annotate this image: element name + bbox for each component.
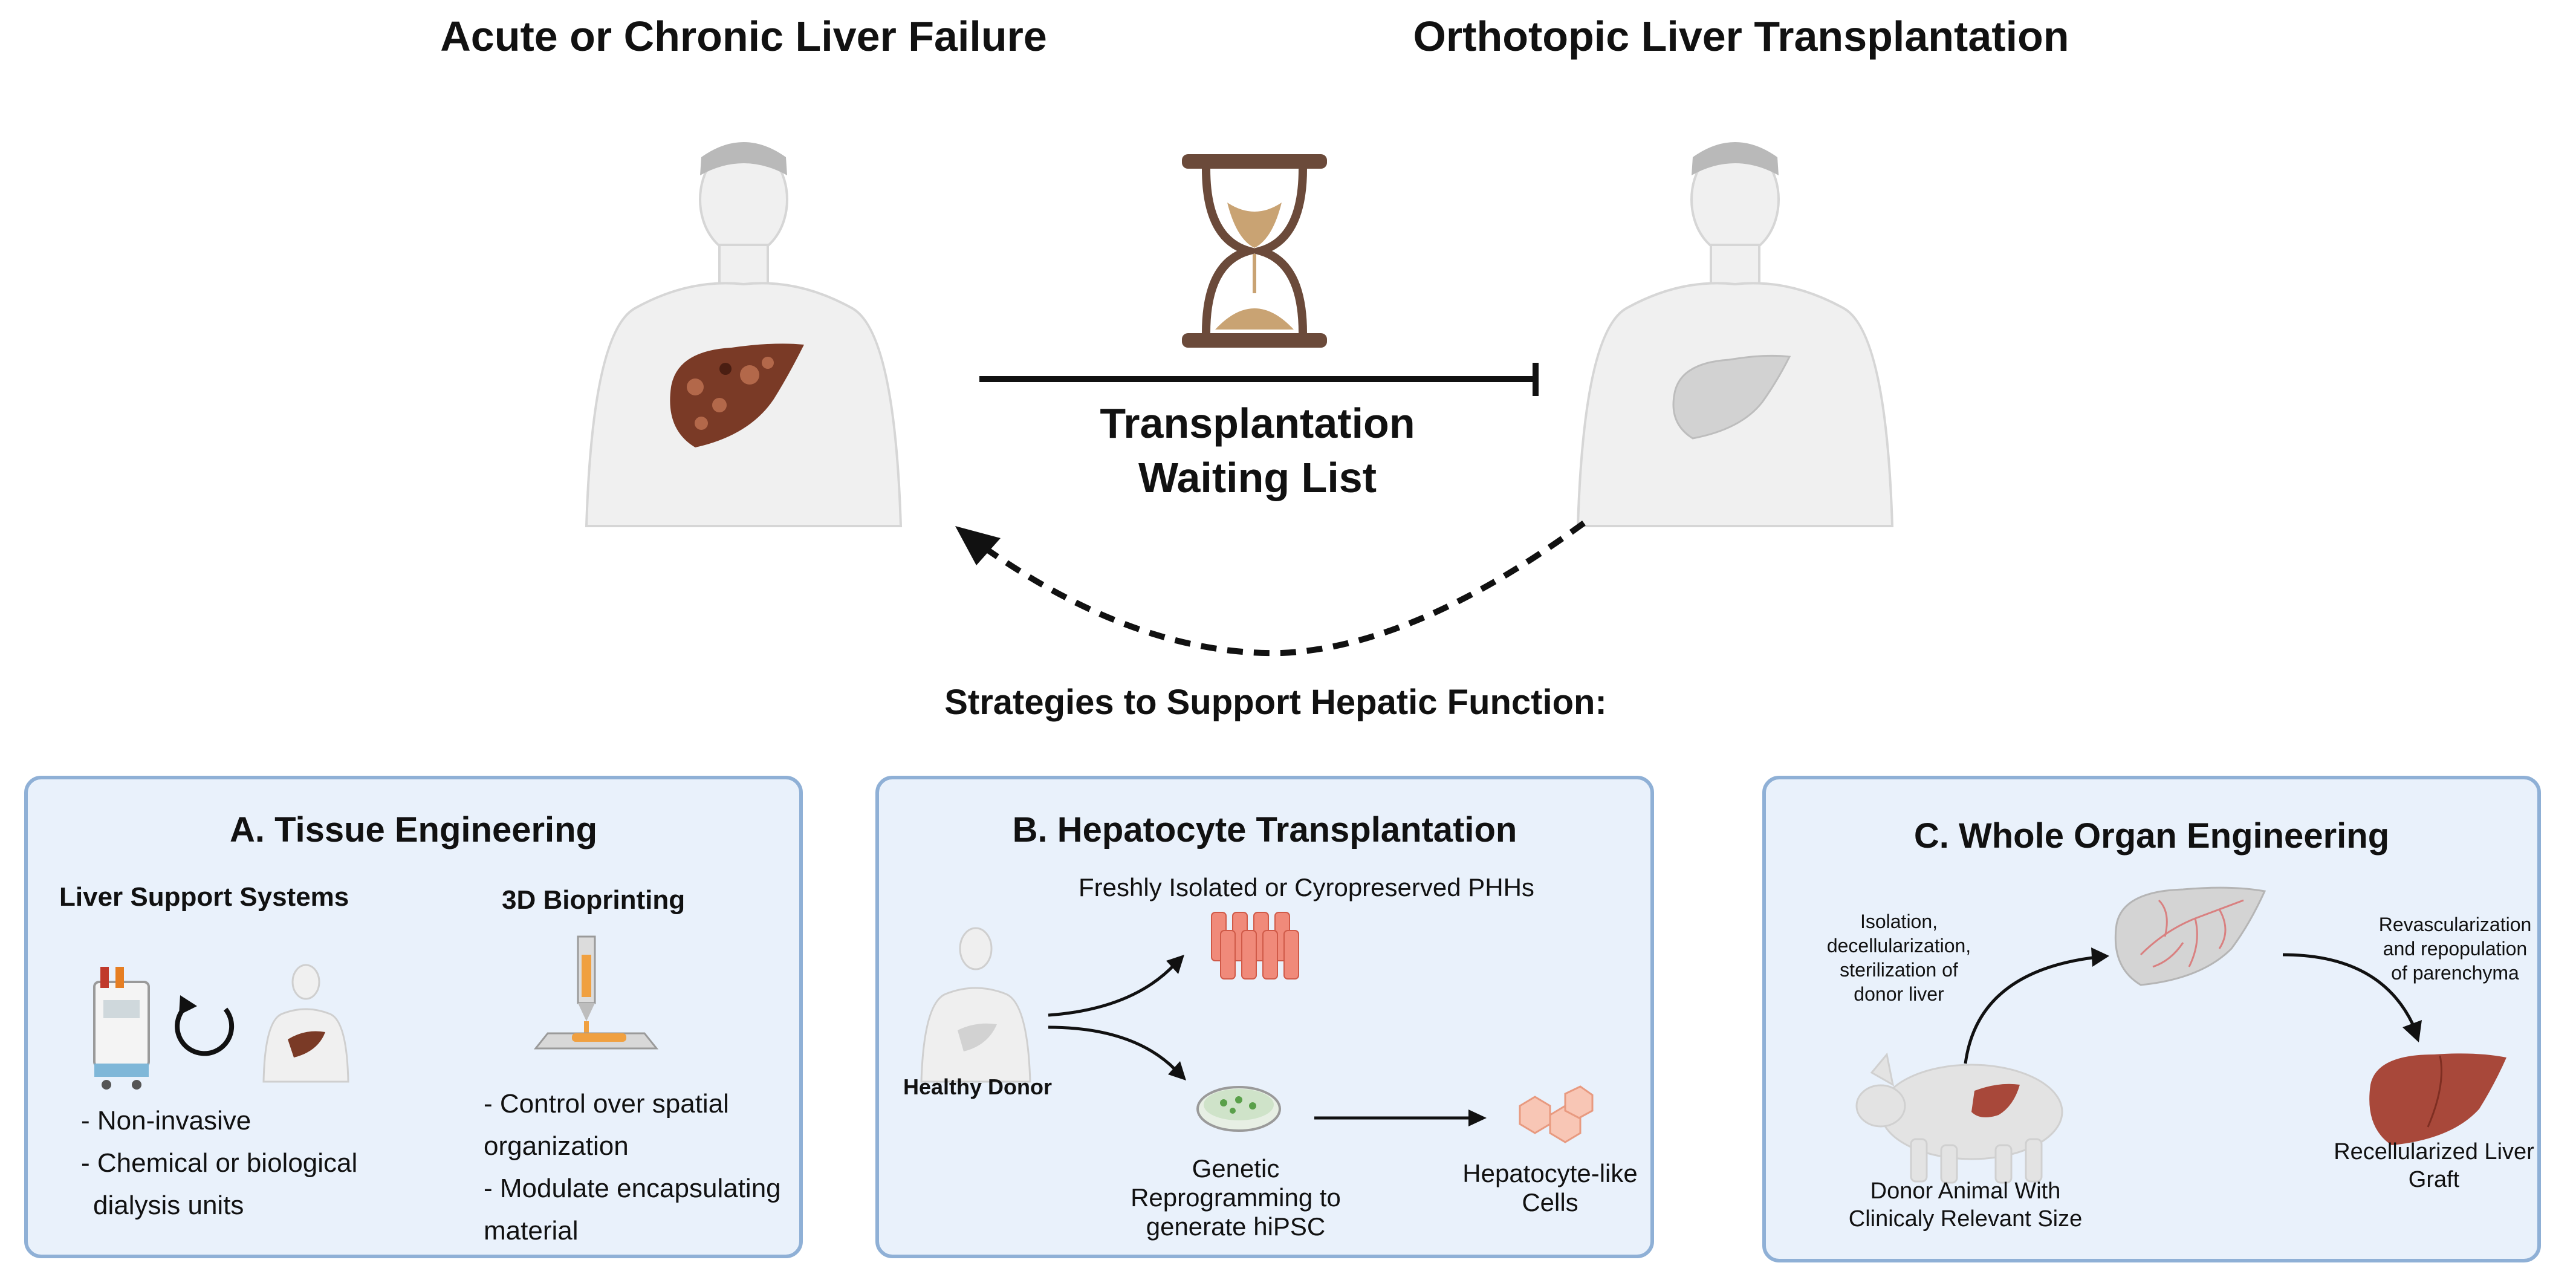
revascularization-line-1: Revascularization bbox=[2378, 914, 2532, 935]
revascularization-line-2: and repopulation bbox=[2383, 938, 2528, 960]
right-title: Orthotopic Liver Transplantation bbox=[1413, 13, 2069, 60]
decellularized-liver-icon bbox=[2114, 886, 2266, 986]
recellularized-graft-icon bbox=[2369, 1053, 2506, 1145]
bioprinter-icon bbox=[533, 935, 659, 1050]
transplanted-liver-icon bbox=[1672, 354, 1791, 440]
cycle-arrow-icon bbox=[175, 995, 235, 1056]
healthy-donor-label: Healthy Donor bbox=[903, 1074, 1053, 1099]
donor-animal-line-1: Donor Animal With bbox=[1870, 1178, 2061, 1204]
panel-b-title: B. Hepatocyte Transplantation bbox=[1012, 810, 1517, 850]
donor-arrows bbox=[1048, 955, 1186, 1080]
panel-whole-organ-engineering: C. Whole Organ Engineering Isolation, de… bbox=[1762, 776, 2541, 1262]
phh-vials-icon bbox=[1211, 912, 1299, 979]
revascularization-line-3: of parenchyma bbox=[2391, 962, 2519, 984]
liver-support-title: Liver Support Systems bbox=[59, 882, 349, 912]
hepatocyte-like-cells-icon bbox=[1519, 1085, 1594, 1143]
isolation-arrow bbox=[1964, 947, 2109, 1064]
bioprinting-title: 3D Bioprinting bbox=[502, 885, 686, 915]
differentiation-arrow bbox=[1314, 1109, 1487, 1126]
return-dashed-arrow bbox=[955, 520, 1586, 657]
hepatocyte-like-line-2: Cells bbox=[1522, 1188, 1578, 1217]
hepatocyte-like-line-1: Hepatocyte-like bbox=[1462, 1159, 1638, 1187]
liver-support-bullet-1: - Non-invasive bbox=[81, 1106, 251, 1135]
graft-line-2: Graft bbox=[2408, 1167, 2460, 1192]
reprogramming-line-2: Reprogramming to bbox=[1131, 1183, 1341, 1212]
panel-a-title: A. Tissue Engineering bbox=[229, 810, 598, 850]
graft-line-1: Recellularized Liver bbox=[2334, 1139, 2534, 1165]
bioprinting-bullet-2: organization bbox=[484, 1131, 629, 1161]
hourglass-icon bbox=[1182, 154, 1327, 348]
donor-animal-line-2: Clinicaly Relevant Size bbox=[1848, 1206, 2083, 1232]
strategies-title: Strategies to Support Hepatic Function: bbox=[944, 683, 1607, 722]
waiting-list-line1: Transplantation bbox=[1100, 400, 1415, 447]
bioprinting-bullet-1: - Control over spatial bbox=[484, 1089, 729, 1119]
panel-c-title: C. Whole Organ Engineering bbox=[1913, 816, 2390, 856]
isolation-line-3: sterilization of bbox=[1840, 959, 1958, 981]
isolation-line-1: Isolation, bbox=[1860, 911, 1938, 932]
revascularization-arrow bbox=[2282, 953, 2422, 1042]
petri-dish-icon bbox=[1196, 1086, 1281, 1132]
panel-hepatocyte-transplantation: B. Hepatocyte Transplantation Freshly Is… bbox=[875, 776, 1654, 1258]
bioprinting-bullet-4: material bbox=[484, 1216, 579, 1246]
dialysis-machine-icon bbox=[93, 967, 150, 1090]
reprogramming-line-3: generate hiPSC bbox=[1146, 1212, 1326, 1241]
panel-tissue-engineering: A. Tissue Engineering Liver Support Syst… bbox=[24, 776, 803, 1258]
patient-transplanted-figure bbox=[1576, 142, 1894, 527]
phh-label: Freshly Isolated or Cyropreserved PHHs bbox=[1079, 873, 1534, 902]
bioprinting-bullet-3: - Modulate encapsulating bbox=[484, 1174, 781, 1203]
isolation-line-4: donor liver bbox=[1854, 983, 1944, 1005]
liver-support-bullet-2: - Chemical or biological bbox=[81, 1148, 358, 1178]
liver-support-bullet-3: dialysis units bbox=[93, 1191, 244, 1220]
small-patient-icon bbox=[262, 964, 349, 1083]
waiting-line bbox=[979, 363, 1539, 396]
waiting-list-line2: Waiting List bbox=[1138, 454, 1377, 501]
isolation-line-2: decellularization, bbox=[1826, 935, 1971, 957]
healthy-donor-icon bbox=[920, 927, 1031, 1083]
donor-pig-icon bbox=[1855, 1052, 2063, 1184]
left-title: Acute or Chronic Liver Failure bbox=[440, 13, 1047, 60]
patient-diseased-figure bbox=[585, 142, 903, 527]
reprogramming-line-1: Genetic bbox=[1192, 1154, 1280, 1183]
diseased-liver-icon bbox=[670, 343, 804, 447]
